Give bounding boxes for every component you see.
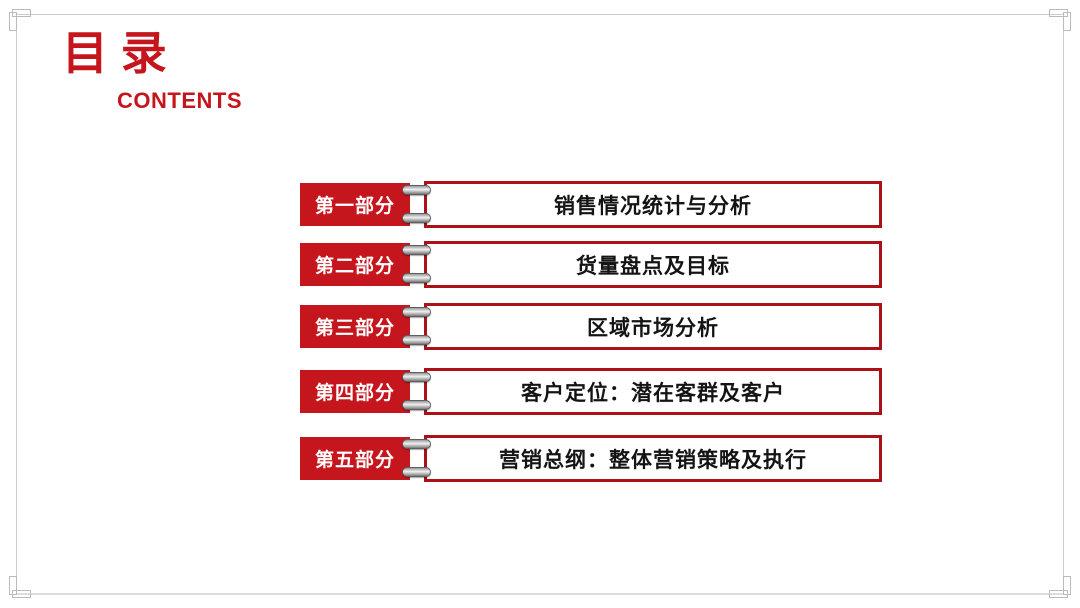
binder-ring-icon <box>402 467 431 477</box>
section-title: 区域市场分析 <box>424 303 882 350</box>
binder-ring-icon <box>402 213 431 223</box>
part-label: 第四部分 <box>300 370 410 413</box>
toc-row-1[interactable]: 第一部分 销售情况统计与分析 <box>300 181 882 228</box>
toc-row-3[interactable]: 第三部分 区域市场分析 <box>300 303 882 350</box>
binder-ring-icon <box>402 307 431 317</box>
corner-mark-bottom-left <box>9 576 17 595</box>
binder-ring-icon <box>402 185 431 195</box>
toc-row-5[interactable]: 第五部分 营销总纲：整体营销策略及执行 <box>300 435 882 482</box>
frame-line-top <box>16 14 1064 15</box>
corner-mark-top-left <box>12 9 31 17</box>
binder-ring-icon <box>402 439 431 449</box>
page-subtitle: CONTENTS <box>117 88 242 113</box>
binder-ring-icon <box>402 273 431 283</box>
corner-mark-top-right <box>1063 12 1071 31</box>
part-label: 第二部分 <box>300 243 410 286</box>
part-label: 第五部分 <box>300 437 410 480</box>
frame-line-right <box>1063 14 1064 594</box>
section-title: 客户定位：潜在客群及客户 <box>424 368 882 415</box>
binder-ring-icon <box>402 335 431 345</box>
binder-ring-icon <box>402 372 431 382</box>
corner-mark-bottom-right <box>1063 576 1071 595</box>
toc-row-4[interactable]: 第四部分 客户定位：潜在客群及客户 <box>300 368 882 415</box>
section-title: 营销总纲：整体营销策略及执行 <box>424 435 882 482</box>
toc-row-2[interactable]: 第二部分 货量盘点及目标 <box>300 241 882 288</box>
section-title: 货量盘点及目标 <box>424 241 882 288</box>
page-title: 目 录 <box>62 27 167 79</box>
binder-ring-icon <box>402 400 431 410</box>
corner-mark-top-left <box>9 12 17 31</box>
corner-mark-top-right <box>1049 9 1068 17</box>
part-label: 第三部分 <box>300 305 410 348</box>
section-title: 销售情况统计与分析 <box>424 181 882 228</box>
binder-ring-icon <box>402 245 431 255</box>
frame-line-bottom <box>16 593 1064 595</box>
frame-line-left <box>16 14 17 594</box>
part-label: 第一部分 <box>300 183 410 226</box>
